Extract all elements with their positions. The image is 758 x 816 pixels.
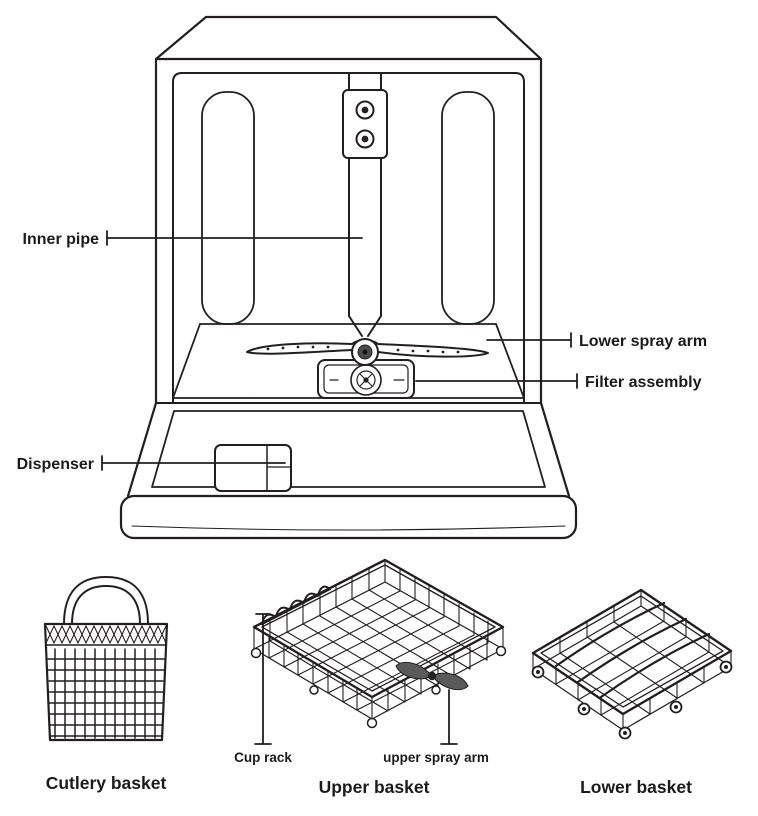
filter-assembly-leader	[415, 373, 578, 389]
tub-right-panel	[441, 91, 495, 325]
basket-grid-vertical	[54, 648, 156, 739]
cup-rack-label: Cup rack	[234, 750, 292, 765]
door-front-edge	[119, 494, 578, 540]
basket-grid-horizontal	[47, 658, 165, 737]
upper-basket-figure	[250, 558, 507, 729]
door-drawing	[119, 401, 578, 540]
door-inner-face	[151, 410, 546, 488]
dispenser-leader	[101, 455, 286, 471]
lower-spray-arm-leader	[486, 332, 572, 348]
filter-assembly-label: Filter assembly	[585, 374, 702, 391]
cutlery-basket-caption: Cutlery basket	[46, 773, 167, 793]
bottom-leaders	[254, 613, 458, 745]
lower-spray-arm-drawing	[246, 338, 489, 366]
lower-basket-wheels	[531, 660, 733, 740]
basket-handle	[63, 576, 149, 625]
lower-spray-arm-label: Lower spray arm	[579, 333, 707, 350]
inner-pipe-label: Inner pipe	[23, 231, 100, 248]
dispenser-drawing	[214, 444, 292, 492]
cutlery-basket-figure	[43, 576, 169, 742]
tub-left-panel	[201, 91, 255, 325]
cup-rack-leader	[254, 613, 272, 745]
upper-basket-wheels	[250, 645, 507, 729]
lower-basket-caption: Lower basket	[580, 777, 692, 797]
dispenser-label: Dispenser	[17, 456, 94, 473]
upper-basket-rim	[252, 558, 505, 699]
upper-spray-arm-leader	[440, 689, 458, 745]
lower-basket-rim	[531, 588, 733, 716]
plate-rails	[554, 601, 711, 699]
upper-basket-caption: Upper basket	[319, 777, 430, 797]
upper-spray-arm-label: upper spray arm	[383, 750, 489, 765]
tub-floor-right-edge	[495, 323, 525, 399]
dishwasher-body-figure	[119, 15, 578, 540]
inner-pipe-drawing	[342, 72, 388, 337]
body-top-face	[154, 15, 543, 61]
lower-basket-figure	[531, 588, 733, 740]
tub-floor-left-edge	[172, 323, 201, 399]
upper-spray-arm-drawing	[395, 661, 469, 691]
inner-pipe-leader	[106, 230, 363, 246]
cup-rack-drawing	[260, 585, 332, 626]
leader-lines	[101, 230, 578, 471]
